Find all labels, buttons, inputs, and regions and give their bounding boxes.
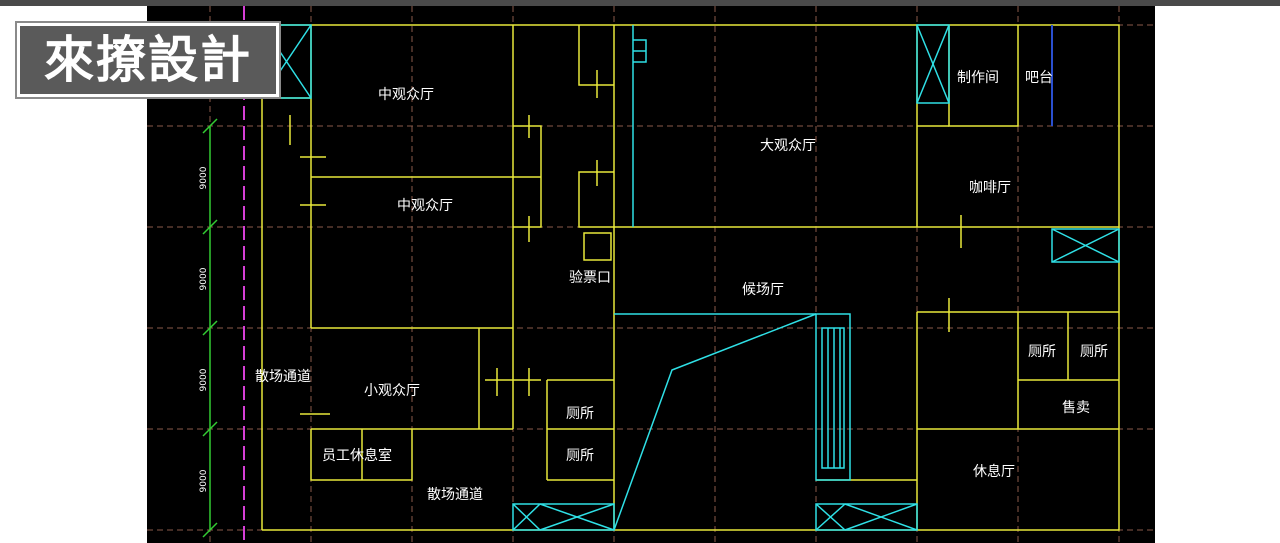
room-label-exit-corridor: 散场通道: [255, 369, 311, 385]
room-label-bar: 吧台: [1025, 70, 1053, 86]
room-label-lounge: 休息厅: [973, 463, 1015, 480]
room-label-workroom: 制作间: [957, 70, 999, 86]
brand-logo-text: 來撩設計: [44, 31, 252, 89]
room-label-shop: 售卖: [1062, 400, 1090, 416]
dimension-label: 9000: [199, 368, 209, 391]
dimension-label: 9000: [199, 267, 209, 290]
room-label-mid-hall: 中观众厅: [397, 198, 453, 214]
dimension-label: 9000: [199, 469, 209, 492]
room-label-staff-lounge: 员工休息室: [322, 447, 392, 464]
dimension-labels: 9000 9000 9000 9000: [199, 166, 209, 492]
room-label-toilet: 厕所: [1028, 344, 1056, 360]
room-label-cafe: 咖啡厅: [969, 180, 1011, 196]
room-label-toilet: 厕所: [566, 448, 594, 464]
drawing-background: [147, 6, 1155, 543]
room-label-exit-corridor: 散场通道: [427, 487, 483, 503]
top-border: [0, 0, 1280, 6]
room-label-small-hall: 小观众厅: [364, 383, 420, 399]
room-label-toilet: 厕所: [1080, 344, 1108, 360]
dimension-label: 9000: [199, 166, 209, 189]
room-label-ticket-check: 验票口: [569, 270, 611, 286]
room-label-toilet: 厕所: [566, 406, 594, 422]
room-label-mid-hall: 中观众厅: [378, 87, 434, 103]
dimension-chain: [202, 118, 218, 538]
brand-logo: 來撩設計: [17, 23, 279, 97]
room-label-big-hall: 大观众厅: [760, 138, 816, 154]
room-label-waiting-hall: 候场厅: [742, 282, 784, 298]
room-labels: 中观众厅 中观众厅 大观众厅 制作间 吧台 咖啡厅 验票口 候场厅 散场通道 小…: [255, 70, 1108, 503]
